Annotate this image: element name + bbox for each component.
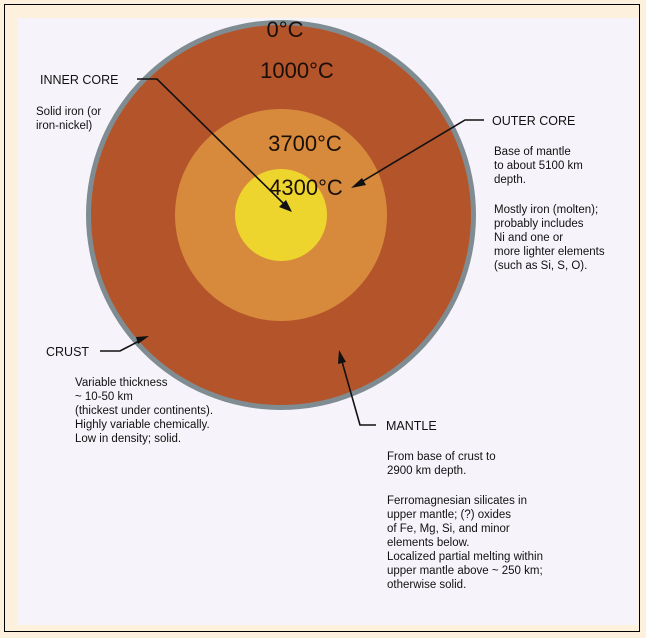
temperature-surface: 0°C: [267, 18, 304, 42]
mantle-description: From base of crust to 2900 km depth. Fer…: [387, 451, 546, 591]
crust-desc-line: Highly variable chemically.: [75, 419, 210, 431]
crust-desc-line: ~ 10-50 km: [75, 391, 133, 403]
crust-desc-line: Low in density; solid.: [75, 433, 181, 445]
mantle-desc-line: of Fe, Mg, Si, and minor: [387, 523, 510, 535]
inner-core-desc-line: iron-nickel): [36, 120, 92, 132]
outer-core-desc-line: to about 5100 km: [494, 160, 583, 172]
mantle-desc-line: 2900 km depth.: [387, 465, 466, 477]
outer-core-title: OUTER CORE: [492, 114, 575, 128]
earth-layers-figure: 0°C 1000°C 3700°C 4300°C INNER CORE Soli…: [18, 18, 638, 625]
inner-core-title: INNER CORE: [40, 73, 118, 87]
outer-core-desc-line: Ni and one or: [494, 232, 563, 244]
outer-core-description: Base of mantle to about 5100 km depth. M…: [494, 146, 608, 272]
crust-desc-line: (thickest under continents).: [75, 405, 213, 417]
image-frame: 0°C 1000°C 3700°C 4300°C INNER CORE Soli…: [4, 4, 640, 632]
mantle-desc-line: From base of crust to: [387, 451, 496, 463]
temperature-inner-core: 4300°C: [269, 175, 343, 200]
crust-desc-line: Variable thickness: [75, 377, 168, 389]
mantle-desc-line: upper mantle; (?) oxides: [387, 509, 511, 521]
temperature-mantle: 1000°C: [260, 58, 334, 83]
outer-core-desc-line: depth.: [494, 174, 526, 186]
outer-core-desc-line: more lighter elements: [494, 246, 605, 258]
mantle-title: MANTLE: [386, 419, 437, 433]
inner-core-description: Solid iron (or iron-nickel): [36, 106, 104, 132]
inner-core-desc-line: Solid iron (or: [36, 106, 101, 118]
earth-layers-diagram: 0°C 1000°C 3700°C 4300°C INNER CORE Soli…: [18, 18, 638, 625]
outer-core-desc-line: (such as Si, S, O).: [494, 260, 587, 272]
mantle-desc-line: elements below.: [387, 537, 469, 549]
mantle-desc-line: otherwise solid.: [387, 579, 466, 591]
mantle-desc-line: Localized partial melting within: [387, 551, 543, 563]
outer-core-desc-line: probably includes: [494, 218, 584, 230]
crust-title: CRUST: [46, 345, 89, 359]
temperature-outer-core: 3700°C: [268, 131, 342, 156]
mantle-desc-line: Ferromagnesian silicates in: [387, 495, 527, 507]
mantle-desc-line: upper mantle above ~ 250 km;: [387, 565, 543, 577]
outer-core-desc-line: Mostly iron (molten);: [494, 204, 598, 216]
outer-core-desc-line: Base of mantle: [494, 146, 571, 158]
